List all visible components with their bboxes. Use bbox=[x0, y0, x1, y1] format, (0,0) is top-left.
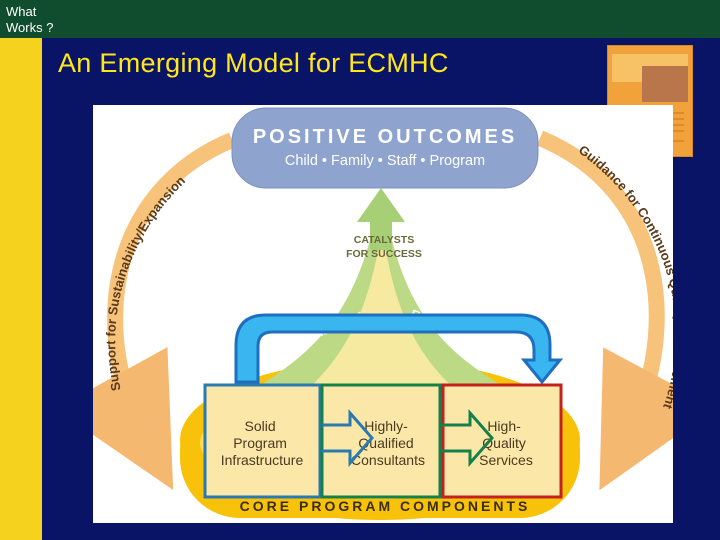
top-bar bbox=[0, 0, 720, 38]
component-box-consultants bbox=[320, 383, 442, 499]
left-arc bbox=[93, 132, 236, 491]
up-arrow-icon bbox=[357, 188, 405, 250]
slide-title: An Emerging Model for ECMHC bbox=[58, 48, 449, 78]
component-label-1: Solid Program Infrastructure bbox=[221, 418, 304, 468]
right-arc bbox=[536, 130, 673, 491]
component-label-2: Highly- Qualified Consultants bbox=[351, 418, 425, 468]
blue-banner-arrow bbox=[234, 313, 564, 385]
corner-label: What Works ? bbox=[6, 4, 54, 35]
catalysts-line2: FOR SUCCESS bbox=[346, 248, 422, 260]
arrow-right-icon-green bbox=[440, 409, 494, 467]
core-label: CORE PROGRAM COMPONENTS bbox=[240, 498, 531, 514]
component-box-infrastructure bbox=[203, 383, 322, 499]
thumbnail-photo bbox=[642, 66, 688, 102]
arrow-right-icon-blue bbox=[322, 409, 374, 467]
catalysts-line1: CATALYSTS bbox=[354, 234, 414, 246]
component-label-3: High- Quality Services bbox=[479, 418, 533, 468]
left-bar bbox=[0, 38, 42, 540]
ecmhc-model-diagram: Support for Sustainability/Expansion Gui… bbox=[93, 105, 673, 523]
outcomes-box bbox=[231, 107, 539, 189]
diagram-svg: Support for Sustainability/Expansion Gui… bbox=[93, 105, 673, 520]
outcomes-title: POSITIVE OUTCOMES bbox=[253, 126, 517, 148]
component-box-services bbox=[441, 383, 563, 499]
outcomes-items: Child • Family • Staff • Program bbox=[285, 153, 485, 169]
